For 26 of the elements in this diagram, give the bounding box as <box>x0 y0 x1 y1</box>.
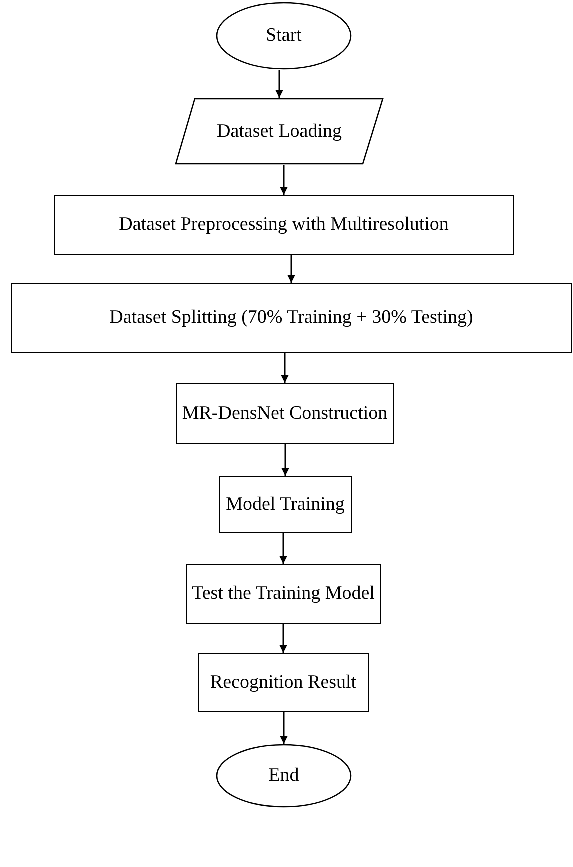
terminal-ellipse <box>216 2 352 70</box>
arrow <box>280 624 288 653</box>
node-label: End <box>268 765 300 787</box>
arrow <box>282 444 290 476</box>
node-label: Model Training <box>226 494 345 516</box>
arrow <box>281 353 289 383</box>
node-label: Test the Training Model <box>192 583 375 605</box>
io-parallelogram <box>175 98 384 165</box>
node-label: Dataset Preprocessing with Multiresolution <box>119 214 449 236</box>
node-label: MR-DensNet Construction <box>182 402 388 424</box>
node-label: Dataset Loading <box>216 120 342 142</box>
node-label: Dataset Splitting (70% Training + 30% Testing) <box>110 307 474 329</box>
process-box <box>219 476 352 533</box>
arrow <box>276 70 284 98</box>
process-box <box>176 383 394 444</box>
process-box <box>198 653 369 712</box>
process-box <box>11 283 572 353</box>
arrow <box>280 712 288 744</box>
arrow <box>288 255 296 283</box>
arrow <box>280 165 288 195</box>
node-label: Recognition Result <box>210 672 357 694</box>
node-label: Start <box>266 25 302 47</box>
terminal-ellipse <box>216 744 352 808</box>
arrow <box>280 533 288 564</box>
process-box <box>54 195 514 255</box>
process-box <box>186 564 381 624</box>
